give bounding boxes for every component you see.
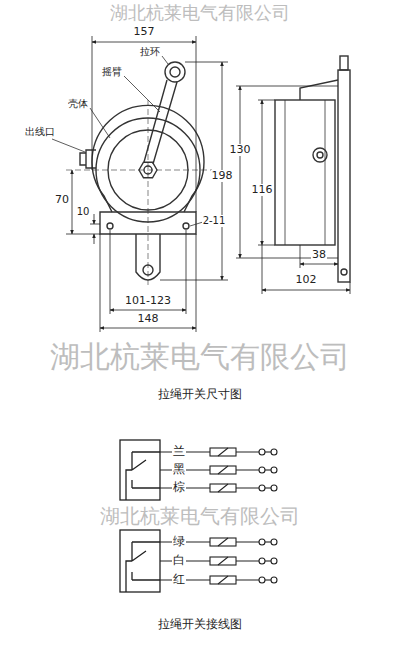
side-lug-hole [341, 269, 347, 275]
center-line [66, 100, 212, 285]
side-plate [338, 70, 350, 282]
terminal-link [265, 451, 271, 452]
dimension-line [92, 42, 196, 43]
dimension: 10 [76, 206, 91, 218]
dimension-line [72, 170, 73, 234]
terminal-mark [218, 557, 228, 565]
side-arm [300, 80, 338, 100]
terminal-block [210, 557, 236, 565]
terminal [271, 539, 277, 545]
terminal [259, 539, 265, 545]
front-view [52, 56, 212, 285]
terminal-link [265, 469, 271, 470]
terminal-block [210, 538, 236, 546]
side-nut-inner [317, 152, 323, 158]
watermark: 湖北杭莱电气有限公司 [99, 505, 301, 528]
terminal-block [210, 466, 236, 474]
dimension: 198 [211, 170, 234, 183]
dimension: 101-123 [124, 295, 172, 308]
terminal [259, 485, 265, 491]
side-body-line [285, 100, 325, 245]
switch-contact [126, 542, 160, 592]
extension-line [236, 86, 338, 258]
dimension-line [100, 328, 196, 329]
terminal-link [265, 487, 271, 488]
dimension-line [240, 86, 241, 258]
terminal [259, 558, 265, 564]
cable-outlet [80, 150, 96, 168]
wire-color: 棕 [172, 481, 186, 495]
caption: 拉绳开关尺寸图 [157, 388, 243, 402]
pull-ring-inner [170, 67, 180, 77]
dimension: 157 [133, 26, 156, 39]
wire-color: 兰 [172, 445, 186, 459]
dimension-line [110, 310, 186, 311]
dimension: 148 [137, 313, 160, 326]
dimension-line [262, 100, 263, 245]
wire-color: 红 [172, 573, 186, 587]
leader-line [52, 56, 203, 226]
side-body [275, 100, 335, 245]
terminal-mark [218, 538, 228, 546]
dimension: 116 [251, 184, 274, 197]
switch-box [120, 440, 160, 500]
watermark: 湖北杭莱电气有限公司 [49, 340, 351, 375]
pull-ring [165, 62, 185, 82]
part-name: 壳体 [67, 98, 89, 110]
switch-contact [126, 452, 160, 500]
dimension: 38 [311, 249, 327, 262]
extension-line [66, 234, 100, 235]
rocker-arm [144, 80, 177, 164]
dimension: 70 [54, 194, 70, 207]
dimension-line [300, 264, 338, 265]
terminal [271, 485, 277, 491]
part-name: 出线口 [24, 126, 56, 138]
dimension: 2-11 [202, 215, 227, 227]
terminal-link [265, 560, 271, 561]
terminal [271, 577, 277, 583]
terminal-link [265, 541, 271, 542]
terminal [259, 577, 265, 583]
terminal-mark [218, 466, 228, 474]
part-name: 摇臂 [101, 66, 123, 78]
terminal-block [210, 576, 236, 584]
extension-line [100, 230, 196, 332]
terminal-mark [218, 576, 228, 584]
mount-hole [107, 223, 113, 229]
extension-line [262, 245, 350, 294]
part-name: 拉环 [139, 46, 161, 58]
terminal [271, 558, 277, 564]
terminal [259, 467, 265, 473]
wire-color: 绿 [172, 535, 186, 549]
dimension: 130 [229, 144, 252, 157]
terminal-mark [218, 448, 228, 456]
side-dimensions [236, 86, 350, 294]
terminal-mark [218, 484, 228, 492]
caption: 拉绳开关接线图 [157, 618, 243, 632]
dimension-line [94, 214, 95, 224]
extension-line [92, 36, 196, 212]
side-view [275, 56, 350, 282]
wire-color: 白 [172, 554, 186, 568]
terminal [271, 467, 277, 473]
terminal [271, 449, 277, 455]
front-dimensions [66, 36, 228, 332]
terminal-link [265, 579, 271, 580]
terminal-block [210, 448, 236, 456]
dimension: 102 [295, 274, 318, 287]
wire-color: 黑 [172, 463, 186, 477]
terminal [259, 449, 265, 455]
extension-line [90, 224, 100, 225]
switch-box [120, 530, 160, 592]
terminal-block [210, 484, 236, 492]
side-ring [340, 56, 348, 70]
dimension-line [94, 234, 95, 244]
side-nut [313, 148, 327, 162]
dimension-line [262, 290, 350, 291]
mount-hole [183, 223, 189, 229]
watermark: 湖北杭莱电气有限公司 [109, 3, 291, 24]
